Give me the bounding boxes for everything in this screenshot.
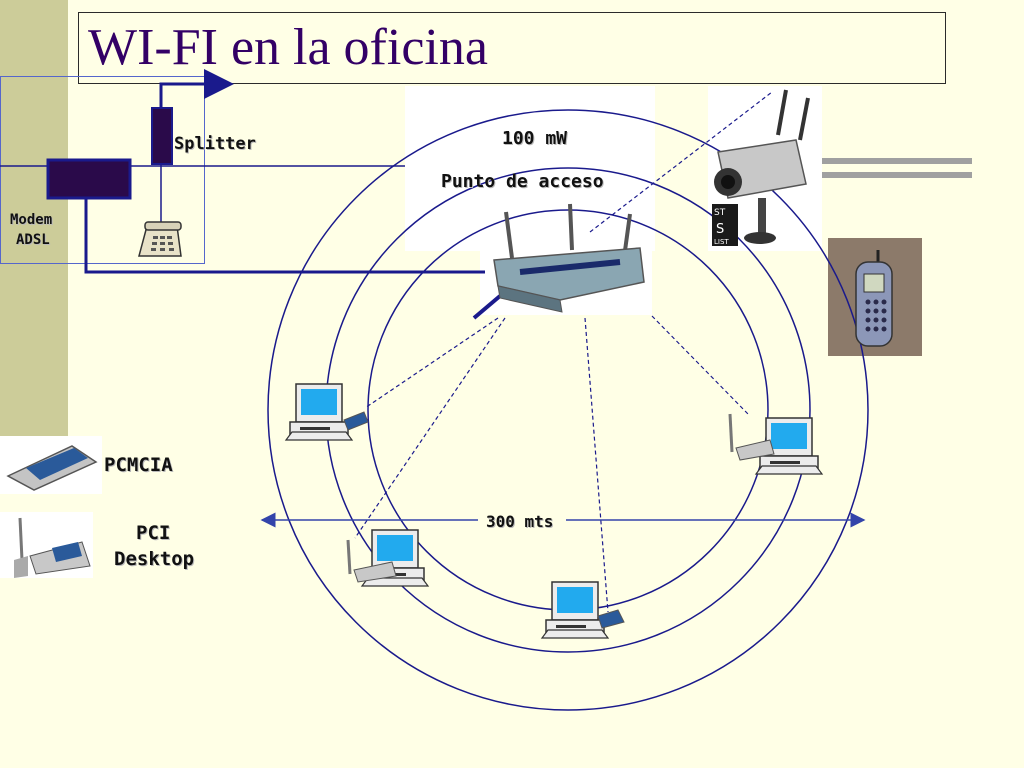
- computer-icon: [346, 529, 430, 587]
- splitter-label: Splitter: [174, 134, 256, 154]
- modem-label-line2: ADSL: [16, 232, 50, 248]
- svg-text:LIST: LIST: [714, 238, 729, 246]
- computer-icon: [728, 413, 824, 475]
- distance-label: 300 mts: [486, 512, 554, 531]
- modem-label-line1: Modem: [10, 212, 53, 228]
- modem-area-box: [0, 76, 205, 264]
- deco-bar-top: [822, 158, 972, 164]
- power-label: 100 mW: [502, 128, 568, 149]
- splitter-icon: [151, 107, 173, 165]
- modem-adsl-icon: [46, 158, 132, 200]
- access-point-icon: [493, 203, 645, 313]
- page-title: WI-FI en la oficina: [88, 19, 488, 76]
- sidebar-strip: [0, 0, 68, 436]
- access-point-label: Punto de acceso: [441, 171, 604, 192]
- wireless-links: [354, 91, 773, 613]
- coverage-circle-outer: [267, 109, 869, 711]
- svg-text:S: S: [716, 222, 724, 237]
- telephone-icon: [138, 221, 182, 257]
- deco-bar-bottom: [822, 172, 972, 178]
- pcmcia-label: PCMCIA: [104, 454, 173, 476]
- computer-icon: [284, 383, 369, 441]
- wiring: [0, 69, 502, 320]
- cell-phone-icon: [855, 250, 893, 347]
- svg-text:ST: ST: [714, 208, 726, 218]
- pci-label-line1: PCI: [136, 522, 171, 544]
- computer-icon: [540, 581, 625, 639]
- pcmcia-card-icon: [6, 445, 98, 491]
- pci-card-icon: [14, 517, 91, 578]
- pci-label-line2: Desktop: [114, 548, 195, 570]
